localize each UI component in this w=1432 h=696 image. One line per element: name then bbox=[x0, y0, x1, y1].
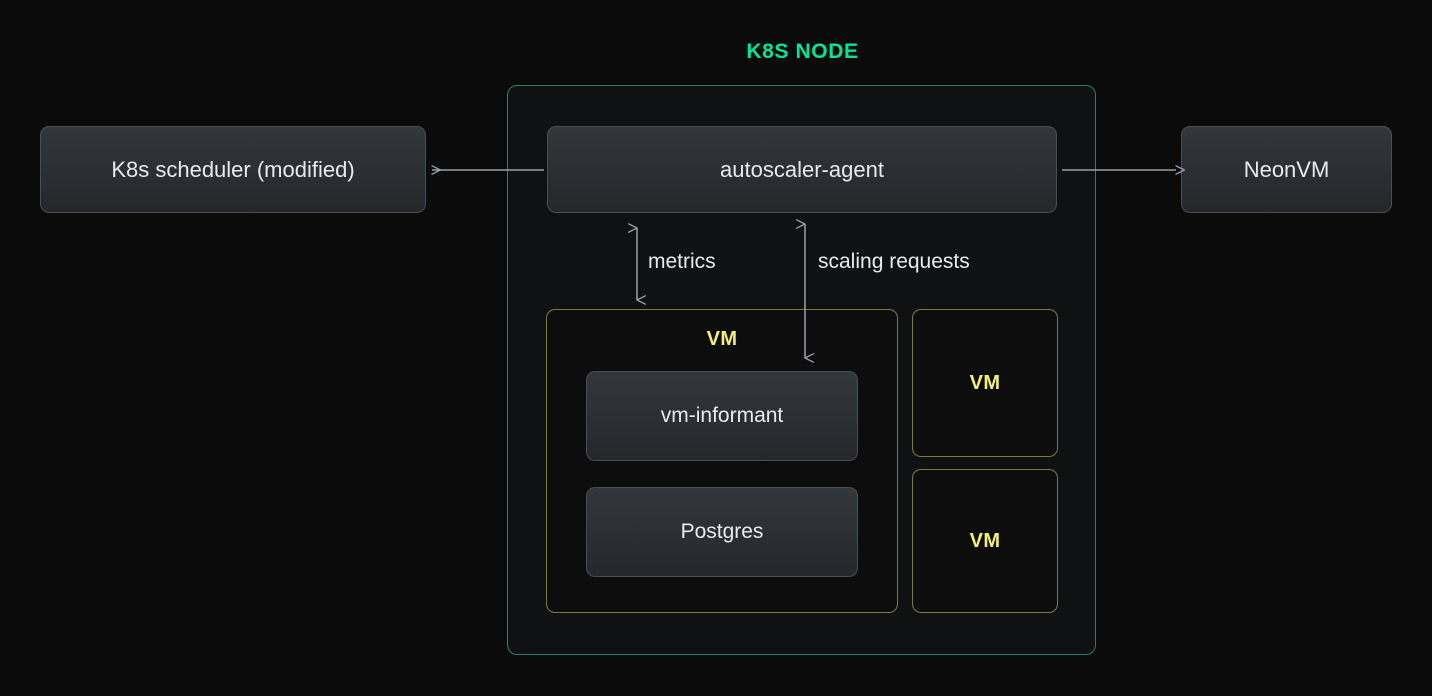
autoscaler-agent-box[interactable]: autoscaler-agent bbox=[547, 126, 1057, 213]
k8s-node-title: K8S NODE bbox=[746, 40, 859, 63]
neonvm-box[interactable]: NeonVM bbox=[1181, 126, 1392, 213]
metrics-label: metrics bbox=[648, 250, 716, 273]
vm-main-label: VM bbox=[706, 328, 738, 350]
postgres-label: Postgres bbox=[680, 520, 764, 543]
autoscaler-agent-label: autoscaler-agent bbox=[720, 156, 884, 182]
postgres-box[interactable]: Postgres bbox=[586, 487, 858, 577]
vm-secondary-box-1[interactable]: VM bbox=[912, 309, 1058, 457]
vm-informant-label: vm-informant bbox=[660, 404, 784, 427]
vm-secondary-label-2: VM bbox=[969, 529, 1001, 552]
k8s-scheduler-label: K8s scheduler (modified) bbox=[111, 156, 355, 182]
scaling-requests-label: scaling requests bbox=[818, 250, 970, 273]
k8s-scheduler-box[interactable]: K8s scheduler (modified) bbox=[40, 126, 426, 213]
neonvm-label: NeonVM bbox=[1243, 156, 1330, 182]
vm-secondary-box-2[interactable]: VM bbox=[912, 469, 1058, 613]
vm-secondary-label-1: VM bbox=[969, 371, 1001, 394]
vm-informant-box[interactable]: vm-informant bbox=[586, 371, 858, 461]
